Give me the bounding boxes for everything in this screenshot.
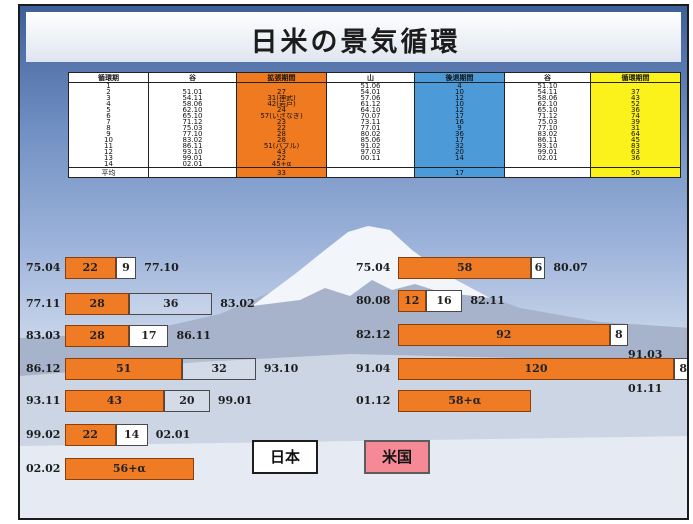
cycle-start-label: 82.12 — [356, 328, 391, 341]
cycle-start-label: 02.02 — [26, 462, 61, 475]
cycle-end-label: 02.01 — [155, 428, 191, 441]
cycle-end-label: 86.11 — [176, 329, 211, 342]
expansion-bar: 51 — [65, 358, 183, 380]
legend-usa: 米国 — [364, 440, 430, 474]
table-cell: 37 — [590, 89, 681, 95]
table-cell: 64 — [590, 131, 681, 137]
expansion-bar: 56+α — [65, 458, 194, 480]
col-header: 循環期間 — [590, 72, 681, 83]
col-header: 循環期 — [68, 72, 149, 83]
cycle-start-label: 83.03 — [26, 329, 61, 342]
cycle-start-label: 99.02 — [26, 428, 61, 441]
cycle-end-label: 83.02 — [220, 297, 255, 310]
cycle-end-label: 80.07 — [553, 261, 588, 274]
cycle-end-label: 91.03 — [628, 348, 663, 361]
cycle-start-label: 80.08 — [356, 294, 391, 307]
table-cell: 83 — [590, 143, 681, 149]
expansion-bar: 92 — [398, 324, 610, 346]
cycle-end-label: 93.10 — [263, 362, 299, 375]
cycle-end-label: 99.01 — [217, 394, 253, 407]
expansion-bar: 22 — [65, 257, 116, 279]
table-cell: 43 — [590, 95, 681, 101]
expansion-bar: 58+α — [398, 390, 532, 412]
expansion-bar: 58 — [398, 257, 532, 279]
cycle-end-label: 82.11 — [470, 294, 505, 307]
expansion-bar: 12 — [398, 290, 426, 312]
expansion-bar: 120 — [398, 358, 674, 380]
table-cell — [590, 82, 681, 89]
cycle-end-label: 01.11 — [628, 382, 663, 395]
expansion-bar: 22 — [65, 424, 116, 446]
table-cell: 36 — [590, 155, 681, 161]
contraction-bar: 6 — [531, 257, 546, 279]
contraction-bar: 16 — [425, 290, 463, 312]
table-cell — [504, 167, 591, 178]
expansion-bar: 43 — [65, 390, 164, 412]
table-cell: 45 — [590, 137, 681, 143]
table-cell: 50 — [590, 167, 681, 178]
expansion-bar: 28 — [65, 325, 130, 347]
table-cell: 74 — [590, 113, 681, 119]
table-cell: 17 — [414, 167, 505, 178]
contraction-bar: 36 — [129, 293, 213, 315]
contraction-bar: 32 — [182, 358, 256, 380]
col-header: 谷 — [504, 72, 591, 83]
col-header: 谷 — [148, 72, 237, 83]
title-panel — [26, 12, 681, 62]
expansion-bar: 28 — [65, 293, 130, 315]
col-header: 山 — [326, 72, 415, 83]
cycle-start-label: 91.04 — [356, 362, 391, 375]
table-cell: 33 — [236, 167, 327, 178]
cycle-start-label: 75.04 — [356, 261, 391, 274]
legend-japan: 日本 — [252, 440, 318, 474]
table-cell — [590, 161, 681, 168]
cycle-start-label: 77.11 — [26, 297, 61, 310]
table-cell: 31 — [590, 125, 681, 131]
contraction-bar: 17 — [129, 325, 169, 347]
contraction-bar: 14 — [115, 424, 148, 446]
contraction-bar: 9 — [115, 257, 137, 279]
cycle-end-label: 77.10 — [144, 261, 179, 274]
table-cell: 63 — [590, 149, 681, 155]
cycle-start-label: 75.04 — [26, 261, 61, 274]
col-header: 拡張期間 — [236, 72, 327, 83]
contraction-bar: 8 — [609, 324, 628, 346]
table-cell: 平均 — [68, 167, 149, 178]
table-average-row: 平均 33 17 50 — [68, 167, 681, 178]
cycle-start-label: 01.12 — [356, 394, 391, 407]
cycle-start-label: 86.12 — [26, 362, 61, 375]
contraction-bar: 20 — [163, 390, 210, 412]
col-header: 後退期間 — [414, 72, 505, 83]
cycle-start-label: 93.11 — [26, 394, 61, 407]
page-title: 日米の景気循環 — [250, 27, 461, 58]
table-header-row: 循環期 谷 拡張期間 山 後退期間 谷 循環期間 — [68, 72, 681, 83]
contraction-bar: 8 — [674, 358, 687, 380]
table-cell — [148, 167, 237, 178]
table-cell: 52 — [590, 101, 681, 107]
table-cell: 36 — [590, 107, 681, 113]
table-cell: 39 — [590, 119, 681, 125]
table-cell — [326, 167, 415, 178]
